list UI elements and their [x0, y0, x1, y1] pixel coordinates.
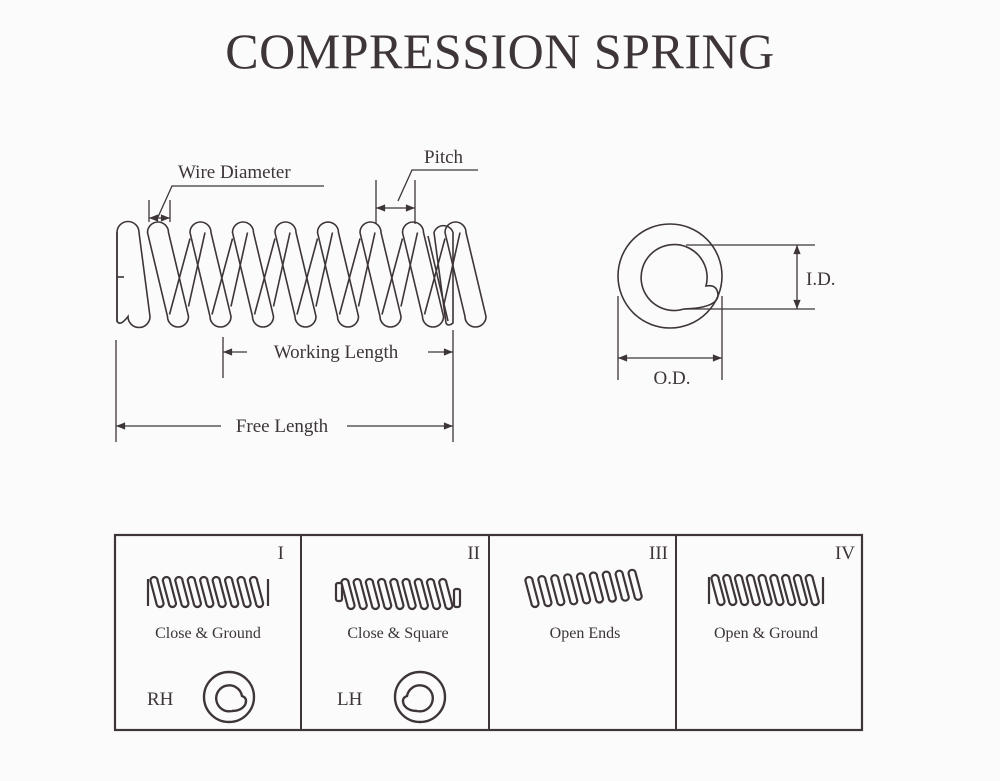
mini-coil — [780, 573, 797, 607]
mini-coil — [248, 575, 265, 609]
coil-front — [359, 221, 402, 328]
mini-coil — [438, 577, 454, 611]
spring-side-view — [116, 220, 487, 329]
mini-coil — [722, 573, 738, 607]
coil-back — [168, 238, 191, 315]
page-title: COMPRESSION SPRING — [225, 23, 775, 79]
mini-coil — [425, 577, 442, 611]
mini-coil — [524, 575, 540, 609]
end-type-cell: IV Open & Ground — [707, 543, 855, 642]
mini-coil — [340, 577, 356, 611]
mini-coil — [792, 573, 809, 607]
wire-diameter-annotation — [148, 185, 324, 222]
coil-back — [272, 232, 291, 307]
mini-coil — [186, 575, 203, 609]
coil-front — [444, 221, 487, 328]
coil-front — [189, 221, 232, 328]
wire-diameter-label: Wire Diameter — [178, 162, 291, 183]
mini-coil — [401, 577, 417, 611]
mini-coil — [769, 573, 785, 607]
end-type-label: Open & Ground — [714, 625, 818, 642]
coil-back — [400, 232, 419, 307]
mini-coil — [601, 570, 618, 603]
mini-coil — [614, 569, 630, 602]
coil-front — [231, 221, 275, 328]
mini-coil — [413, 577, 430, 611]
hand-label: LH — [337, 689, 363, 710]
coil-end — [116, 220, 151, 329]
mini-coil — [627, 568, 643, 601]
working-length-label: Working Length — [274, 342, 399, 363]
coil-front — [401, 221, 445, 328]
mini-coil — [149, 575, 165, 609]
free-length-dimension — [115, 340, 454, 442]
close-square-spring-icon — [334, 577, 462, 611]
mini-coil — [211, 575, 227, 609]
mini-coil — [223, 575, 240, 609]
end-type-cell: III Open Ends — [524, 543, 668, 642]
mini-coil — [562, 573, 579, 606]
close-ground-spring-icon — [146, 575, 270, 609]
id-label: I.D. — [806, 269, 836, 290]
coil-back — [296, 238, 319, 315]
coil-back — [442, 232, 461, 307]
coil-end — [433, 224, 454, 326]
spring-end-view — [617, 223, 723, 329]
numeral-label: III — [649, 543, 668, 564]
end-type-cell: II Close & Square LH — [334, 543, 480, 724]
coil-back — [381, 238, 404, 315]
mini-coil — [745, 573, 762, 607]
mini-coil — [364, 577, 381, 611]
coil-front — [146, 221, 190, 328]
od-label: O.D. — [654, 368, 691, 389]
mini-coil — [537, 575, 553, 608]
coil-back — [357, 232, 376, 307]
coil-front — [274, 221, 317, 328]
mini-coil — [710, 573, 726, 607]
mini-coil — [757, 573, 773, 607]
coil-back — [423, 238, 446, 315]
end-type-cell: I Close & Ground RH — [146, 543, 284, 724]
end-types-table — [113, 533, 864, 732]
mini-coil — [199, 575, 215, 609]
mini-coil — [389, 577, 405, 611]
coil-back — [338, 238, 361, 315]
mini-coil — [174, 575, 190, 609]
numeral-label: II — [467, 543, 480, 564]
mini-coil — [550, 574, 566, 607]
mini-coil — [733, 573, 750, 607]
mini-coil — [352, 577, 368, 611]
mini-coil — [804, 573, 820, 607]
end-type-label: Close & Square — [347, 625, 448, 642]
right-hand-coil-icon — [202, 670, 256, 724]
open-ends-spring-icon — [524, 568, 643, 609]
coil-back — [187, 232, 206, 307]
coil-front — [316, 221, 360, 328]
mini-coil — [588, 571, 605, 604]
coil-back — [211, 238, 234, 315]
pitch-annotation — [375, 169, 478, 224]
numeral-label: I — [278, 543, 284, 564]
pitch-label: Pitch — [424, 147, 464, 168]
left-hand-coil-icon — [393, 670, 447, 724]
mini-coil — [161, 575, 178, 609]
numeral-label: IV — [835, 543, 855, 564]
coil-back — [315, 232, 334, 307]
mini-coil — [376, 577, 393, 611]
mini-coil — [236, 575, 252, 609]
open-ground-spring-icon — [707, 573, 825, 607]
od-dimension — [617, 296, 723, 380]
id-dimension — [684, 244, 815, 310]
end-type-label: Close & Ground — [155, 625, 261, 642]
hand-label: RH — [147, 689, 174, 710]
coil-back — [253, 238, 276, 315]
free-length-label: Free Length — [236, 416, 329, 437]
end-type-label: Open Ends — [550, 625, 621, 642]
coil-back — [230, 232, 249, 307]
mini-coil — [575, 572, 592, 605]
